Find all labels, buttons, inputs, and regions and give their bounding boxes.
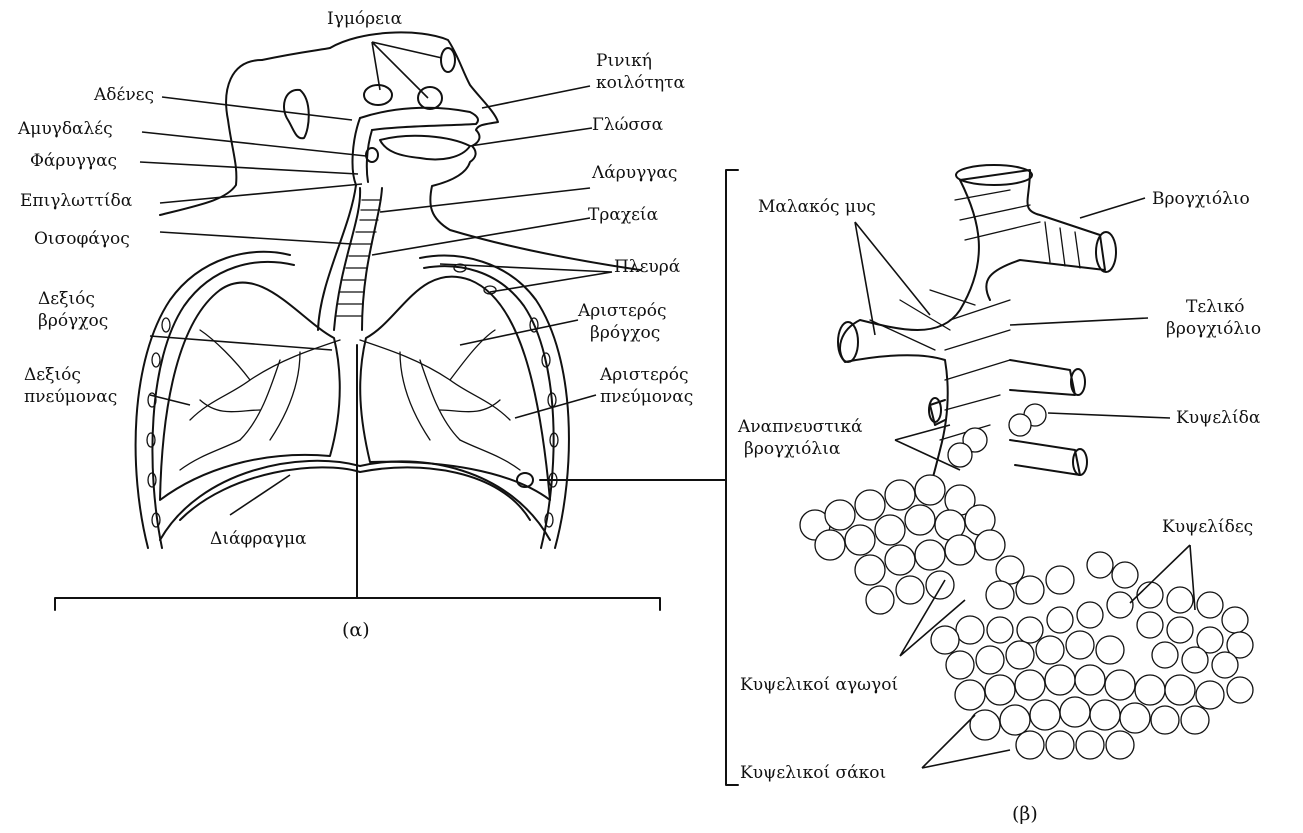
alveolar-clusters	[800, 404, 1253, 759]
left-lung-outline	[360, 277, 550, 500]
label-alveoli: Κυψελίδες	[1162, 517, 1253, 537]
head-outline	[160, 60, 262, 215]
caption-part-a: (α)	[342, 619, 370, 641]
maxillary-sinus-1	[364, 85, 392, 105]
bronchiole-right-opening	[1096, 232, 1116, 272]
label-left-bronchus-line1: Αριστερός	[577, 301, 667, 321]
label-right-bronchus-line2: βρόγχος	[38, 311, 108, 331]
trachea-right-wall	[362, 188, 382, 330]
label-alveolar-sacs: Κυψελικοί σάκοι	[740, 763, 886, 783]
label-tonsils: Αμυγδαλές	[17, 119, 113, 139]
label-bronchiole: Βρογχιόλιο	[1152, 189, 1250, 209]
pharynx-tube	[353, 118, 372, 185]
label-nasal-cavity-line1: Ρινική	[596, 51, 652, 71]
label-terminal-bronchiole-line2: βρογχιόλιο	[1166, 319, 1261, 339]
maxillary-sinus-2	[418, 87, 442, 109]
label-right-bronchus-line1: Δεξιός	[38, 289, 95, 309]
label-adenoids: Αδένες	[93, 85, 154, 105]
label-esophagus: Οισοφάγος	[34, 229, 130, 249]
label-nasal-cavity-line2: κοιλότητα	[596, 73, 686, 93]
nasal-cavity-shape	[360, 108, 478, 130]
label-tongue: Γλώσσα	[592, 115, 664, 135]
caption-part-b: (β)	[1012, 803, 1038, 825]
label-right-lung-line2: πνεύμονας	[24, 387, 117, 407]
label-pleura: Πλευρά	[614, 257, 681, 277]
smooth-muscle-bands	[870, 190, 1080, 440]
label-larynx: Λάρυγγας	[591, 163, 677, 183]
label-alveolus: Κυψελίδα	[1176, 408, 1261, 428]
bronchiole-upper-tube	[960, 170, 1105, 300]
label-smooth-muscle: Μαλακός μυς	[758, 197, 876, 217]
label-epiglottis: Επιγλωττίδα	[20, 191, 133, 211]
label-trachea: Τραχεία	[588, 205, 659, 225]
frontal-sinus	[441, 48, 455, 72]
part-a-bracket	[55, 345, 660, 610]
rib-cage-right-inner	[152, 262, 294, 548]
neck-back	[262, 48, 330, 60]
label-pharynx: Φάρυγγας	[30, 151, 117, 171]
label-sinuses: Ιγμόρεια	[327, 9, 403, 29]
label-left-lung-line2: πνεύμονας	[600, 387, 693, 407]
trachea-rings	[336, 200, 381, 316]
label-diaphragm: Διάφραγμα	[210, 529, 307, 549]
label-respiratory-bronchioles-line1: Αναπνευστικά	[737, 417, 863, 437]
label-alveolar-ducts: Κυψελικοί αγωγοί	[740, 675, 898, 695]
label-left-bronchus-line2: βρόγχος	[590, 323, 660, 343]
bronchial-tree	[180, 330, 520, 470]
label-respiratory-bronchioles-line2: βρογχιόλια	[744, 439, 841, 459]
label-terminal-bronchiole-line1: Τελικό	[1186, 297, 1244, 317]
trachea-left-wall	[334, 188, 360, 330]
label-right-lung-line1: Δεξιός	[24, 365, 81, 385]
tongue-shape	[380, 136, 470, 160]
label-left-lung-line1: Αριστερός	[599, 365, 689, 385]
rib-cage-left	[420, 256, 569, 548]
